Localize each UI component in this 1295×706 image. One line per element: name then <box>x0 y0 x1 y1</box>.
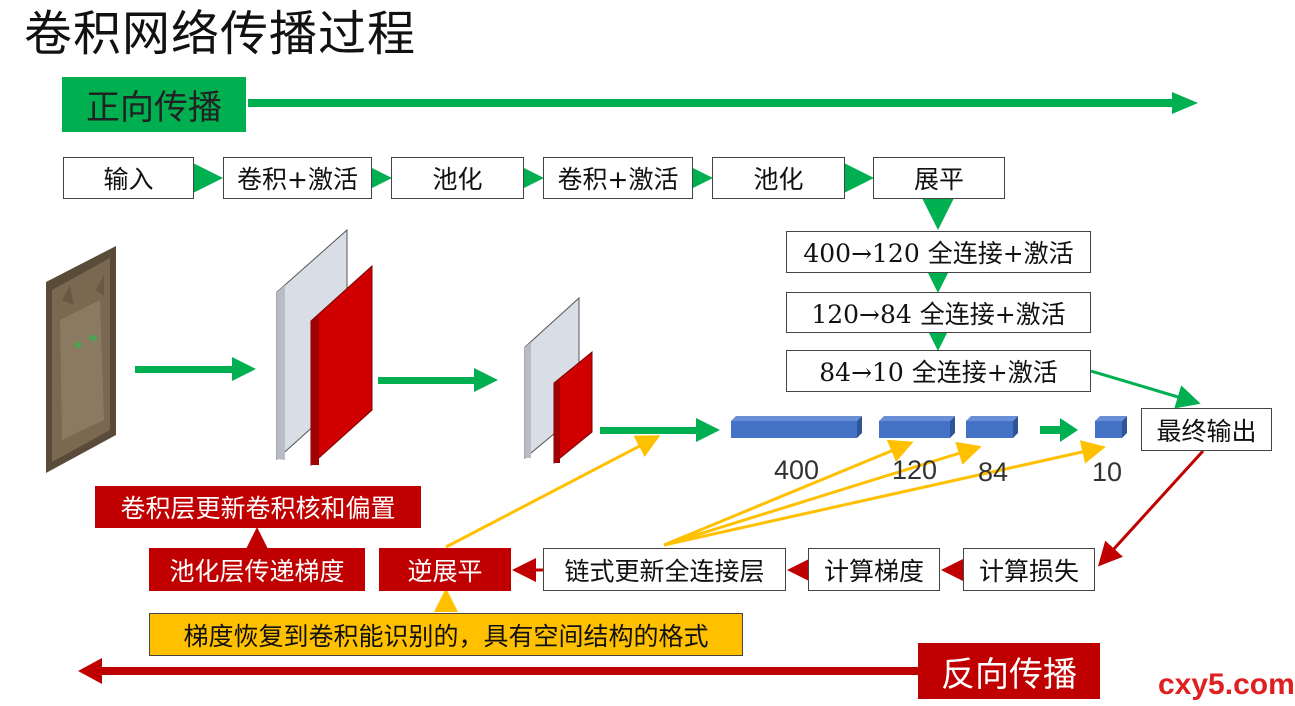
gradient-flow-arrows <box>434 435 1106 612</box>
step-conv-activation-2: 卷积+激活 <box>543 157 693 199</box>
chain-update-fc-box: 链式更新全连接层 <box>543 548 786 591</box>
forward-long-arrow <box>248 92 1198 114</box>
forward-propagation-banner: 正向传播 <box>62 77 246 132</box>
network-flow-arrows <box>135 357 1078 442</box>
vector-size-120: 120 <box>892 455 938 485</box>
conv-feature-maps-1 <box>276 228 373 467</box>
vector-size-10: 10 <box>1092 457 1123 487</box>
vector-size-84: 84 <box>978 457 1009 487</box>
conv-update-box: 卷积层更新卷积核和偏置 <box>95 486 421 528</box>
fc-layer-120-84: 120→84 全连接+激活 <box>786 292 1091 333</box>
step-pooling-2: 池化 <box>712 157 845 199</box>
compute-gradient-box: 计算梯度 <box>808 548 940 591</box>
fc-layer-400-120: 400→120 全连接+激活 <box>786 231 1091 273</box>
pooling-gradient-box: 池化层传递梯度 <box>149 548 365 591</box>
input-cat-image <box>46 246 116 473</box>
page-title: 卷积网络传播过程 <box>24 6 417 62</box>
vector-84 <box>966 416 1018 438</box>
step-input: 输入 <box>63 157 194 199</box>
watermark-logo: cxy5.com <box>1158 668 1295 701</box>
backward-step-arrows <box>245 449 1205 582</box>
vector-400 <box>731 416 862 438</box>
step-pooling-1: 池化 <box>391 157 524 199</box>
vector-size-400: 400 <box>774 455 820 485</box>
backward-propagation-banner: 反向传播 <box>918 643 1100 699</box>
unflatten-box: 逆展平 <box>379 548 511 591</box>
fc-layer-84-10: 84→10 全连接+激活 <box>786 350 1091 392</box>
flattened-vectors <box>731 416 1127 438</box>
backward-long-arrow <box>78 658 918 684</box>
step-conv-activation-1: 卷积+激活 <box>223 157 372 199</box>
vector-120 <box>879 416 955 438</box>
conv-feature-maps-2 <box>524 296 593 465</box>
step-arrows <box>191 162 1201 409</box>
compute-loss-box: 计算损失 <box>963 548 1095 591</box>
gradient-restore-note: 梯度恢复到卷积能识别的，具有空间结构的格式 <box>149 613 743 656</box>
final-output-box: 最终输出 <box>1141 408 1272 451</box>
step-flatten: 展平 <box>873 157 1005 199</box>
vector-10 <box>1095 416 1127 438</box>
